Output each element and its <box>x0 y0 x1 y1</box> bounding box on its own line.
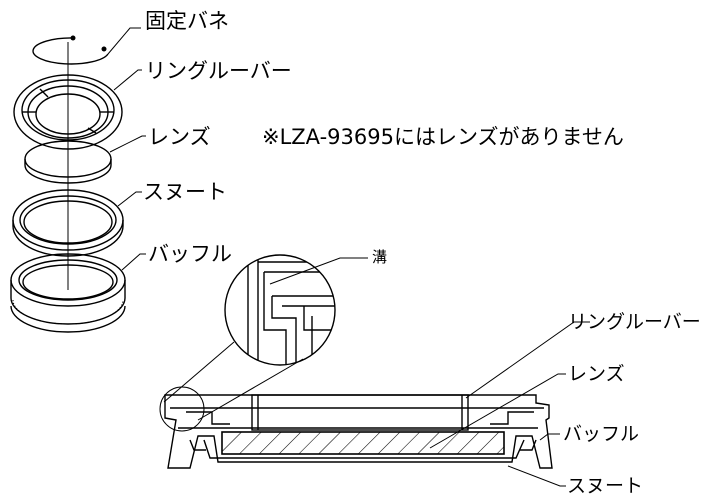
label-baffle: バッフル <box>148 242 232 266</box>
lens-section <box>221 431 505 455</box>
label-spring: 固定バネ <box>145 9 229 33</box>
label-groove: 溝 <box>372 248 387 266</box>
lens-part <box>24 140 112 184</box>
gasket-part <box>12 189 124 257</box>
label-lens: レンズ <box>148 125 211 149</box>
spring-clip <box>32 35 109 65</box>
label-ring-louver: リングルーバー <box>145 59 292 83</box>
cross-section <box>159 386 553 469</box>
ring-louver-part <box>13 74 123 150</box>
label-section-baffle: バッフル <box>563 423 639 445</box>
section-leaders <box>429 321 590 487</box>
ring-louver-section <box>251 394 469 431</box>
label-section-ring-louver: リングルーバー <box>568 311 701 333</box>
label-section-gasket: スヌート <box>567 475 643 497</box>
baffle-part <box>10 253 126 333</box>
detail-magnifier <box>163 254 368 421</box>
label-section-lens: レンズ <box>568 363 625 385</box>
label-note: ※LZA-93695にはレンズがありません <box>262 125 624 149</box>
exploded-leaders <box>107 27 146 271</box>
label-gasket: スヌート <box>143 180 227 204</box>
